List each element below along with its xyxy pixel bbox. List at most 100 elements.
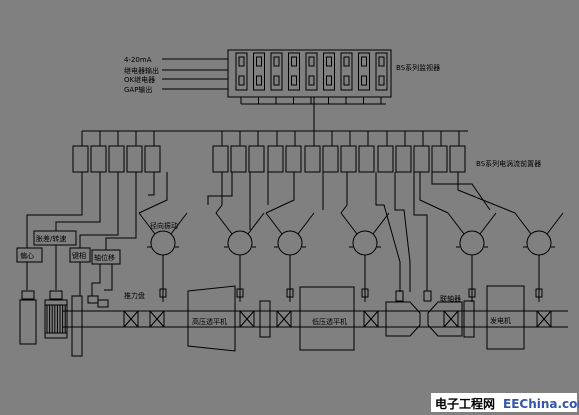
coupling-right xyxy=(427,301,463,337)
thrust-label: 推力盘 xyxy=(124,291,145,300)
slot-indicator xyxy=(238,75,245,86)
proximitor xyxy=(358,145,375,173)
probe-tip xyxy=(236,288,244,298)
proximitor xyxy=(108,145,125,173)
shaft-collar xyxy=(259,300,271,338)
proximitor-row xyxy=(72,131,466,173)
instrument-boxes: 偏心 胀差/转速 键相 轴位移 xyxy=(16,230,121,265)
probe-tip xyxy=(159,288,167,298)
proximitor xyxy=(377,145,394,173)
bearings xyxy=(123,310,552,328)
lp-turbine-label: 低压透平机 xyxy=(312,317,347,326)
proximitor xyxy=(285,145,302,173)
slot-indicator xyxy=(343,75,350,86)
eccentric-label: 偏心 xyxy=(20,251,34,260)
probe-tip xyxy=(395,290,404,302)
rack-slot xyxy=(340,52,353,91)
bearing xyxy=(536,310,552,328)
generator xyxy=(486,285,525,350)
slot-indicator xyxy=(256,56,262,67)
monitor-inputs: 4-20mA 继电器输出 OK继电器 GAP输出 xyxy=(124,56,228,94)
slot-indicator xyxy=(308,56,315,67)
hp-turbine-label: 高压透平机 xyxy=(192,317,227,326)
proximitor xyxy=(72,145,89,173)
slot-indicator xyxy=(256,75,262,86)
slot-indicator xyxy=(291,56,297,67)
probe-tip xyxy=(535,288,543,298)
input-label-2: 继电器输出 xyxy=(124,66,159,75)
velocity-transducer xyxy=(150,230,176,256)
input-label-3: OK继电器 xyxy=(124,75,155,84)
proximitor xyxy=(304,145,321,173)
monitor-label: BS系列监视器 xyxy=(396,63,440,72)
vibration-transducers xyxy=(138,172,564,302)
bearing xyxy=(363,310,379,328)
rack-slot xyxy=(358,52,370,91)
proximitor xyxy=(126,145,143,173)
bearing xyxy=(443,310,459,328)
velocity-transducer xyxy=(459,230,485,256)
proximitor xyxy=(449,145,466,173)
slot-indicator xyxy=(273,56,280,67)
velocity-transducer xyxy=(352,230,378,256)
proximitor xyxy=(322,145,339,173)
lp-turbine xyxy=(299,286,355,351)
hp-turbine xyxy=(187,285,236,352)
proximitor xyxy=(413,145,430,173)
probe-axial-2 xyxy=(97,299,109,308)
probe-eccentric xyxy=(21,290,35,300)
watermark-en: EEChina.com xyxy=(503,397,579,411)
slot-indicator xyxy=(308,75,315,86)
rack-slot xyxy=(270,52,283,91)
expansion-box xyxy=(33,230,77,246)
expansion-label: 胀差/转速 xyxy=(36,234,66,243)
probe-axial-1 xyxy=(87,295,99,304)
velocity-transducer xyxy=(526,230,552,256)
probe-expansion xyxy=(49,290,63,300)
slot-indicator xyxy=(291,75,297,86)
proximitor xyxy=(90,145,107,173)
proximitor xyxy=(144,145,161,173)
proximitor xyxy=(431,145,448,173)
velocity-transducer xyxy=(277,230,303,256)
watermark-cn: 电子工程网 xyxy=(435,396,495,411)
proximitor xyxy=(267,145,284,173)
bearing xyxy=(149,310,165,328)
shaft-train: 推力盘 高压透平机 低压透平机 联轴器 发电机 xyxy=(19,285,568,357)
key-phase-label: 键相 xyxy=(72,251,86,260)
shaft-collar-2 xyxy=(463,300,475,338)
transducer-label: 径向振动 xyxy=(150,221,178,230)
slot-indicator xyxy=(273,75,280,86)
generator-label: 发电机 xyxy=(490,316,511,325)
proximitor xyxy=(230,145,247,173)
rack-slot xyxy=(323,52,335,91)
watermark-bg xyxy=(431,393,577,412)
slot-indicator xyxy=(326,75,332,86)
rack-slot xyxy=(235,52,248,91)
displacement-label: 轴位移 xyxy=(94,253,115,262)
coupling-label: 联轴器 xyxy=(440,294,461,303)
coupling-left xyxy=(385,301,421,337)
proximitor xyxy=(248,145,265,173)
slot-indicator xyxy=(378,75,385,86)
proximitor xyxy=(340,145,357,173)
thrust-disk xyxy=(71,295,83,357)
eccentric-collar xyxy=(19,299,37,345)
probe-tip xyxy=(361,288,369,298)
rack-slot xyxy=(375,52,388,91)
rack-slot xyxy=(253,52,265,91)
bearing xyxy=(239,310,255,328)
instrument-cables xyxy=(26,172,155,296)
monitor-rack: BS系列监视器 xyxy=(227,49,440,105)
rack-slot xyxy=(288,52,300,91)
monitor-rack-frame xyxy=(227,49,392,98)
proximitor-label: BS系列电涡流前置器 xyxy=(476,159,541,168)
proximitor xyxy=(395,145,412,173)
bearing xyxy=(123,310,139,328)
probe-tip xyxy=(468,288,476,298)
proximitor xyxy=(212,145,229,173)
bearing xyxy=(276,310,292,328)
slot-indicator xyxy=(326,56,332,67)
